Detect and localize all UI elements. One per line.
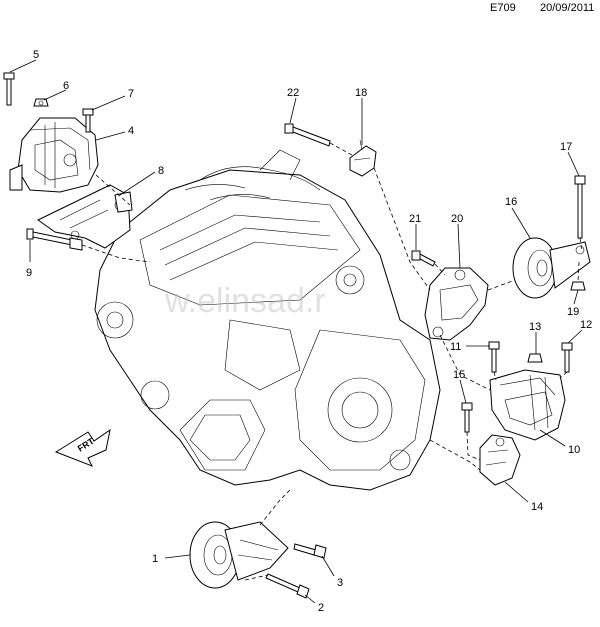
bolt-21 <box>411 250 436 267</box>
diagram-date: 20/09/2011 <box>540 2 595 14</box>
transmission-mount-10 <box>489 369 566 441</box>
callout-22: 22 <box>287 87 299 99</box>
callout-13: 13 <box>529 321 541 333</box>
bolt-22 <box>284 123 331 147</box>
bolt-15 <box>461 402 473 433</box>
callout-15: 15 <box>453 369 465 381</box>
bolt-11 <box>488 341 500 373</box>
callout-2: 2 <box>318 602 324 614</box>
engine-mount-upper <box>9 117 99 193</box>
watermark-text: w.elinsad.r <box>164 282 326 320</box>
bolt-17 <box>574 175 586 239</box>
callout-9: 9 <box>26 267 32 279</box>
bolt-2 <box>265 573 310 599</box>
callout-6: 6 <box>63 80 69 92</box>
callout-18: 18 <box>355 87 367 99</box>
bolt-12 <box>561 342 573 373</box>
nut-19 <box>570 281 586 291</box>
diagram-code: E709 <box>490 2 516 14</box>
callout-14: 14 <box>531 501 543 513</box>
bolt-9 <box>26 228 83 251</box>
callout-17: 17 <box>560 141 572 153</box>
callout-4: 4 <box>128 125 134 137</box>
callout-11: 11 <box>450 341 461 353</box>
callout-5: 5 <box>33 49 39 61</box>
callout-10: 10 <box>568 444 580 456</box>
callout-1: 1 <box>152 553 158 565</box>
callout-21: 21 <box>409 213 421 225</box>
bolt-3 <box>293 543 327 559</box>
nut-13 <box>527 353 543 363</box>
nut-6 <box>33 98 49 107</box>
callout-12: 12 <box>580 319 592 331</box>
callout-8: 8 <box>158 165 164 177</box>
leader-lines <box>9 59 583 604</box>
front-direction-arrow-icon: FRT <box>54 428 111 467</box>
lower-mount-1 <box>189 521 289 589</box>
callout-16: 16 <box>505 196 517 208</box>
callout-7: 7 <box>128 88 134 100</box>
bracket-8 <box>37 184 133 249</box>
bolt-5 <box>3 72 15 106</box>
bolt-7 <box>82 108 94 133</box>
callout-19: 19 <box>567 306 579 318</box>
callout-20: 20 <box>451 213 463 225</box>
engine-assembly <box>94 149 441 491</box>
callout-labels: 5 6 7 4 8 9 22 18 21 20 16 17 19 13 12 1… <box>26 49 592 614</box>
bracket-14 <box>479 434 521 486</box>
bracket-18 <box>349 139 377 177</box>
bracket-20 <box>424 267 489 341</box>
callout-3: 3 <box>337 577 343 589</box>
transmission-mount-16 <box>512 237 591 299</box>
